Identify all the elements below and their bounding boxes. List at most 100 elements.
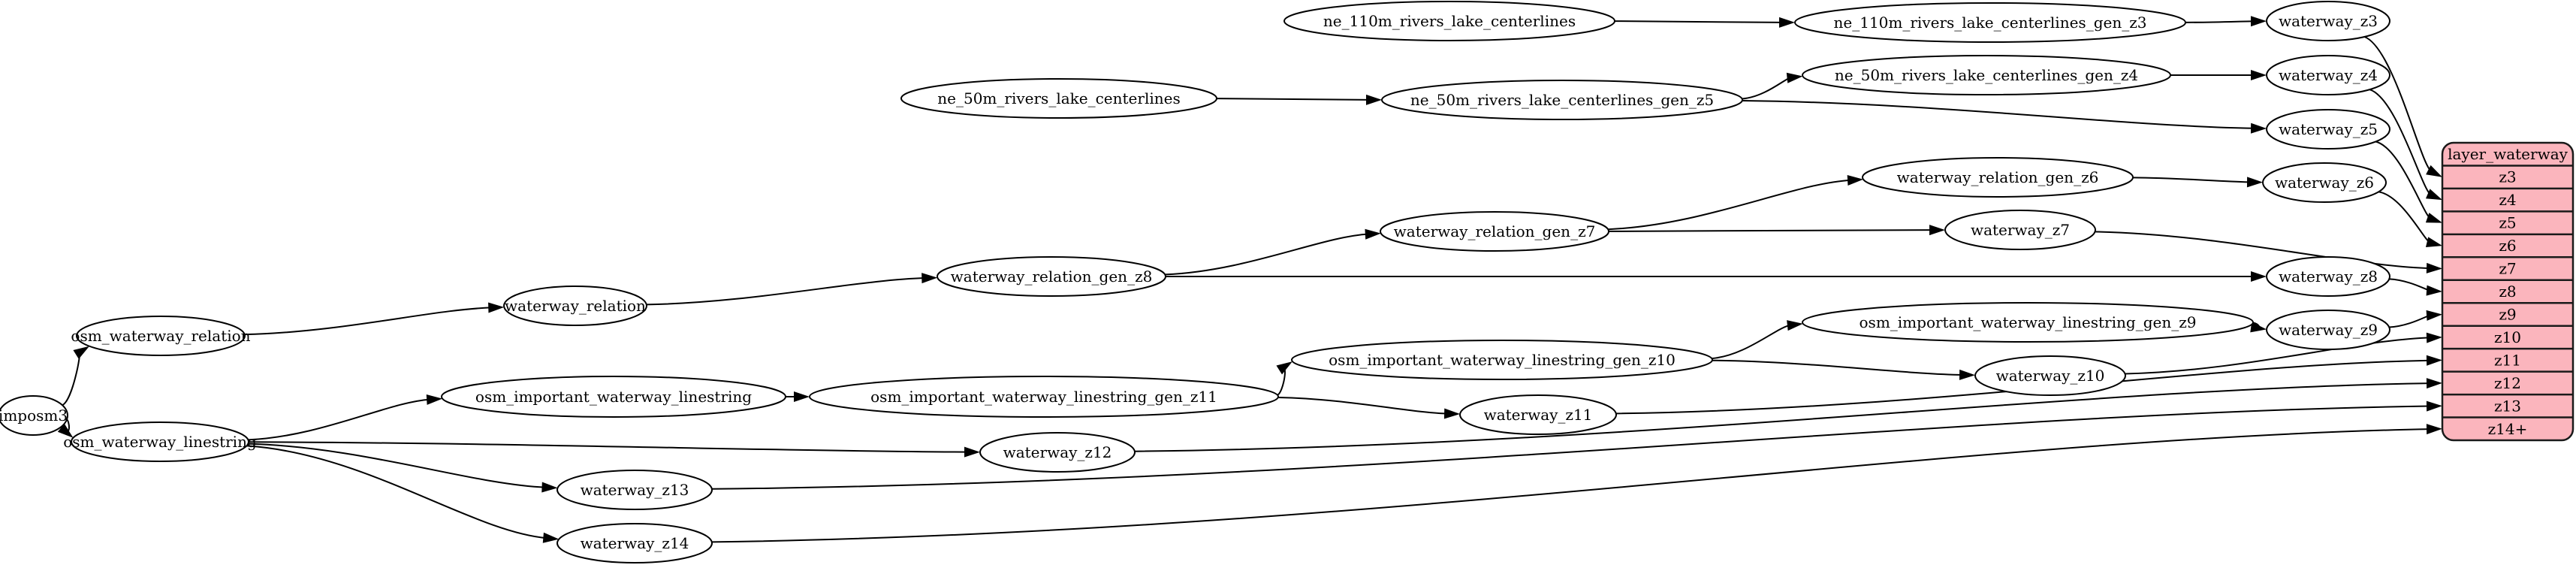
arrowhead bbox=[2251, 70, 2267, 80]
node-waterway_z11: waterway_z11 bbox=[1459, 394, 1617, 435]
edge-waterway_z8-layer_waterway-z8 bbox=[2389, 278, 2442, 296]
node-label: osm_important_waterway_linestring_gen_z1… bbox=[870, 388, 1217, 406]
node-waterway_z12: waterway_z12 bbox=[979, 432, 1136, 473]
edge-waterway_z3-layer_waterway-z3 bbox=[2363, 36, 2442, 177]
node-label: osm_important_waterway_linestring_gen_z9 bbox=[1860, 313, 2197, 331]
edge-ne_50m_rivers_lake_centerlines_gen_z5-ne_50m_rivers_lake_centerlines_gen_z4 bbox=[1742, 72, 1803, 100]
edge-waterway_z4-layer_waterway-z4 bbox=[2369, 89, 2442, 201]
record-row-z10: z10 bbox=[2494, 328, 2521, 346]
arrowhead bbox=[1786, 72, 1803, 83]
arrowhead bbox=[2426, 424, 2442, 435]
node-waterway_z5: waterway_z5 bbox=[2266, 109, 2390, 150]
record-row-z6: z6 bbox=[2499, 237, 2516, 255]
node-waterway_relation_gen_z7: waterway_relation_gen_z7 bbox=[1380, 211, 1609, 252]
node-waterway_z3: waterway_z3 bbox=[2266, 1, 2390, 41]
record-row-z13: z13 bbox=[2494, 397, 2521, 415]
node-label: waterway_relation bbox=[505, 297, 646, 315]
node-ne_50m_rivers_lake_centerlines: ne_50m_rivers_lake_centerlines bbox=[900, 78, 1217, 119]
edge-waterway_z7-layer_waterway-z7 bbox=[2095, 231, 2442, 273]
node-ellipse bbox=[2266, 1, 2390, 41]
edge-imposm3-osm_waterway_relation bbox=[62, 346, 89, 406]
edge-waterway_relation_gen_z7-waterway_relation_gen_z6 bbox=[1608, 174, 1864, 231]
edge-osm_important_waterway_linestring_gen_z10-osm_important_waterway_linestring_gen_z9 bbox=[1712, 320, 1803, 360]
edge-ne_50m_rivers_lake_centerlines_gen_z4-waterway_z4 bbox=[2170, 70, 2267, 80]
node-label: osm_waterway_linestring bbox=[63, 433, 257, 451]
node-label: waterway_z14 bbox=[581, 534, 689, 552]
node-ellipse bbox=[1974, 355, 2126, 396]
arrowhead bbox=[2250, 322, 2267, 333]
node-ellipse bbox=[2262, 162, 2387, 203]
arrowhead bbox=[541, 482, 558, 493]
node-label: ne_50m_rivers_lake_centerlines bbox=[937, 89, 1180, 107]
node-ne_50m_rivers_lake_centerlines_gen_z4: ne_50m_rivers_lake_centerlines_gen_z4 bbox=[1802, 55, 2171, 95]
record-title: layer_waterway bbox=[2448, 145, 2568, 163]
record-row-z4: z4 bbox=[2499, 191, 2516, 209]
node-ne_110m_rivers_lake_centerlines: ne_110m_rivers_lake_centerlines bbox=[1283, 1, 1615, 41]
node-label: ne_110m_rivers_lake_centerlines bbox=[1323, 12, 1576, 30]
node-waterway_z8: waterway_z8 bbox=[2266, 256, 2390, 297]
node-ellipse bbox=[1459, 394, 1617, 435]
node-label: waterway_z5 bbox=[2279, 120, 2378, 138]
node-waterway_z6: waterway_z6 bbox=[2262, 162, 2387, 203]
node-ne_110m_rivers_lake_centerlines_gen_z3: ne_110m_rivers_lake_centerlines_gen_z3 bbox=[1794, 2, 2186, 43]
node-ellipse bbox=[557, 470, 713, 510]
node-waterway_relation_gen_z8: waterway_relation_gen_z8 bbox=[937, 256, 1166, 297]
node-osm_waterway_linestring: osm_waterway_linestring bbox=[63, 421, 257, 462]
arrowhead bbox=[2250, 16, 2267, 27]
node-ellipse bbox=[1944, 210, 2096, 250]
arrowhead bbox=[1365, 94, 1383, 105]
arrowhead bbox=[794, 391, 810, 402]
arrowhead bbox=[2425, 213, 2442, 223]
edge-osm_waterway_linestring-waterway_z13 bbox=[248, 443, 558, 493]
arrowhead bbox=[2246, 177, 2264, 188]
arrowhead bbox=[1959, 369, 1976, 380]
node-label: waterway_z7 bbox=[1971, 221, 2070, 239]
arrowhead bbox=[964, 446, 981, 458]
node-ellipse bbox=[76, 316, 246, 356]
arrowhead bbox=[2426, 332, 2442, 343]
edge-osm_important_waterway_linestring_gen_z11-waterway_z11 bbox=[1277, 397, 1461, 419]
node-label: osm_important_waterway_linestring_gen_z1… bbox=[1329, 351, 1676, 369]
node-waterway_relation_gen_z6: waterway_relation_gen_z6 bbox=[1862, 157, 2134, 198]
node-label: waterway_z10 bbox=[1996, 367, 2105, 385]
node-ellipse bbox=[71, 421, 249, 462]
edge-osm_important_waterway_linestring_gen_z10-waterway_z10 bbox=[1712, 359, 1976, 380]
node-label: waterway_z11 bbox=[1484, 406, 1593, 424]
node-ellipse bbox=[2266, 109, 2390, 150]
edge-waterway_z6-layer_waterway-z6 bbox=[2378, 191, 2442, 247]
arrowhead bbox=[1787, 320, 1803, 331]
node-ellipse bbox=[979, 432, 1136, 473]
edge-waterway_relation_gen_z8-waterway_relation_gen_z7 bbox=[1165, 228, 1381, 276]
node-osm_important_waterway_linestring_gen_z10: osm_important_waterway_linestring_gen_z1… bbox=[1291, 340, 1713, 380]
node-ne_50m_rivers_lake_centerlines_gen_z5: ne_50m_rivers_lake_centerlines_gen_z5 bbox=[1381, 80, 1743, 120]
edge-waterway_z12-layer_waterway-z12 bbox=[1134, 378, 2442, 452]
arrowhead bbox=[1276, 361, 1293, 375]
arrowhead bbox=[542, 532, 560, 543]
edge-waterway_relation_gen_z6-waterway_z6 bbox=[2132, 177, 2264, 188]
edge-waterway_relation_gen_z7-waterway_z7 bbox=[1608, 225, 1946, 236]
arrowhead bbox=[2426, 400, 2442, 412]
node-ellipse bbox=[1380, 211, 1609, 252]
node-ellipse bbox=[1862, 157, 2134, 198]
node-ellipse bbox=[1802, 302, 2254, 343]
node-waterway_z10: waterway_z10 bbox=[1974, 355, 2126, 396]
node-osm_important_waterway_linestring_gen_z9: osm_important_waterway_linestring_gen_z9 bbox=[1802, 302, 2254, 343]
node-ellipse bbox=[1381, 80, 1743, 120]
arrowhead bbox=[2426, 310, 2442, 321]
node-waterway_z14: waterway_z14 bbox=[557, 523, 713, 563]
node-osm_waterway_relation: osm_waterway_relation bbox=[71, 316, 251, 356]
edge-osm_important_waterway_linestring_gen_z9-waterway_z9 bbox=[2250, 322, 2267, 333]
node-ellipse bbox=[1283, 1, 1615, 41]
arrowhead bbox=[2425, 237, 2442, 247]
record-row-z11: z11 bbox=[2494, 351, 2521, 369]
edge-ne_110m_rivers_lake_centerlines-ne_110m_rivers_lake_centerlines_gen_z3 bbox=[1614, 17, 1796, 28]
record-layer-waterway: layer_waterwayz3z4z5z6z7z8z9z10z11z12z13… bbox=[2441, 141, 2574, 442]
edge-waterway_relation_gen_z8-waterway_z8 bbox=[1166, 271, 2267, 282]
node-label: osm_important_waterway_linestring bbox=[475, 388, 752, 406]
record-row-z9: z9 bbox=[2499, 305, 2516, 323]
edge-ne_50m_rivers_lake_centerlines-ne_50m_rivers_lake_centerlines_gen_z5 bbox=[1216, 94, 1383, 105]
edge-osm_important_waterway_linestring_gen_z11-osm_important_waterway_linestring_gen_z10 bbox=[1276, 361, 1293, 396]
node-osm_important_waterway_linestring_gen_z11: osm_important_waterway_linestring_gen_z1… bbox=[809, 376, 1279, 418]
